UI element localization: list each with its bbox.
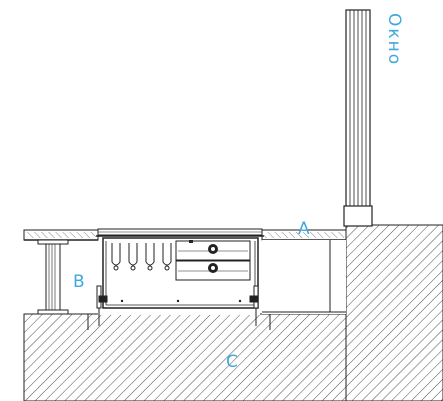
label-c: C [226,352,238,372]
leveling-screws [87,285,271,330]
window-frame [343,9,373,227]
floor-grille [96,228,264,237]
heat-exchanger-fins [111,243,172,271]
label-b: B [73,272,85,292]
label-a: A [298,219,310,239]
pipe-connections [175,240,251,281]
wall-right [345,224,443,401]
screed-right [262,240,346,314]
floor-slab [23,313,347,401]
support-pedestal [37,239,69,315]
floor-finish-left [23,229,99,241]
label-window: Окно [384,13,404,66]
